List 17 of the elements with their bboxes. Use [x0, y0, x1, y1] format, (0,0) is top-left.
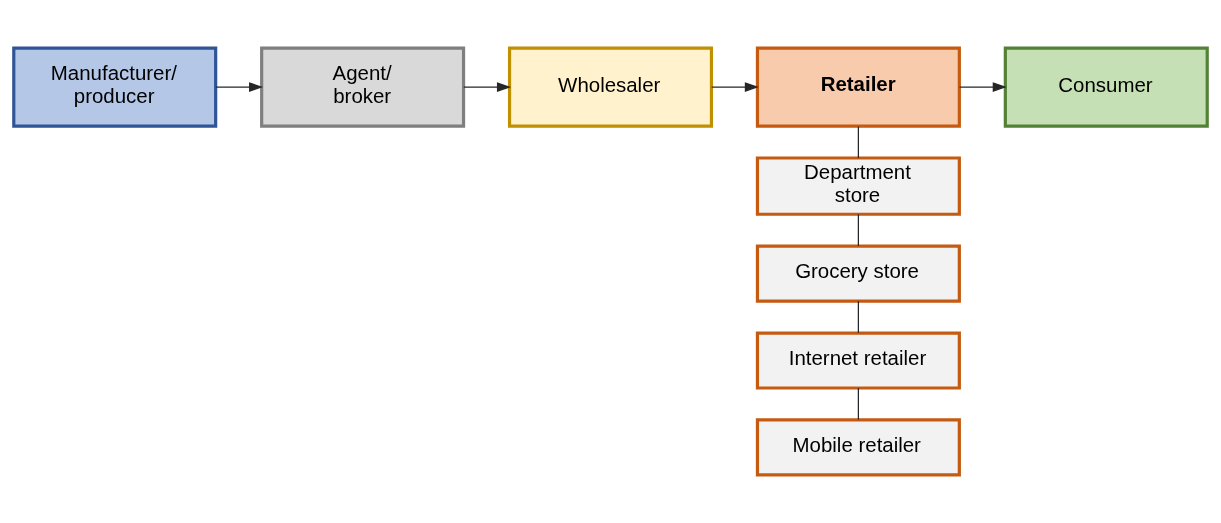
node-box: Consumer	[1003, 46, 1209, 128]
connector	[857, 387, 860, 421]
node-box: Internet retailer	[755, 331, 961, 390]
node-box: Grocery store	[755, 244, 961, 303]
arrow	[215, 82, 264, 92]
node-box: Manufacturer/ producer	[12, 46, 218, 128]
arrow	[463, 82, 511, 92]
node-box: Agent/ broker	[260, 46, 466, 128]
connector	[857, 300, 860, 334]
node-box: Wholesaler	[507, 46, 714, 128]
arrow	[958, 82, 1007, 92]
connector	[857, 125, 860, 159]
node-box: Retailer	[755, 46, 961, 128]
arrow	[711, 82, 759, 92]
node-box: Department store	[755, 156, 961, 216]
connector	[857, 213, 860, 247]
node-box: Mobile retailer	[755, 418, 961, 477]
